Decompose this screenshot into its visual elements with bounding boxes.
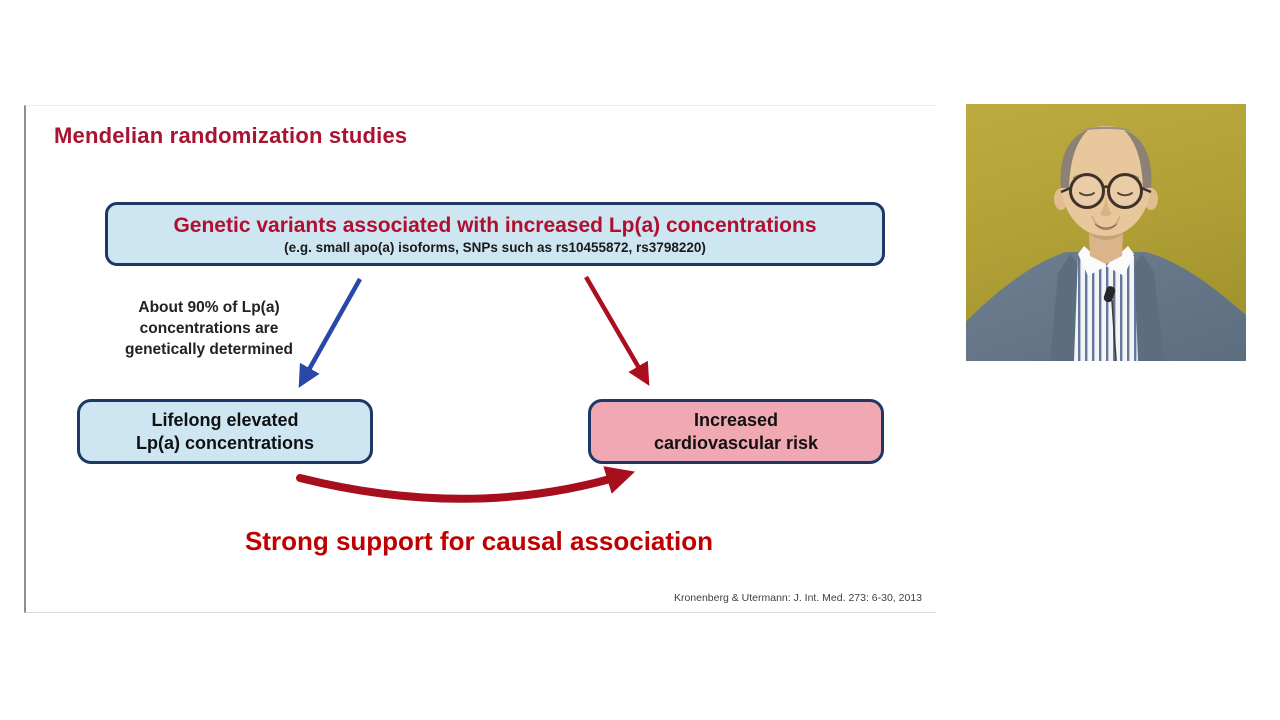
lifelong-elevated-line2: Lp(a) concentrations (135, 432, 314, 453)
slide-title: Mendelian randomization studies (54, 123, 408, 148)
genetic-variants-box: Genetic variants associated with increas… (105, 202, 885, 266)
speaker-glasses (1060, 173, 1152, 209)
presentation-slide: Mendelian randomization studies Genetic … (24, 105, 936, 613)
cardiovascular-risk-box: Increased cardiovascular risk (588, 399, 884, 464)
lifelong-elevated-line1: Lifelong elevated (151, 409, 299, 430)
heritability-note-line3: genetically determined (125, 341, 293, 358)
lifelong-elevated-box: Lifelong elevated Lp(a) concentrations (77, 399, 373, 464)
conclusion-text: Strong support for causal association (244, 526, 714, 556)
heritability-note-line2: concentrations are (139, 320, 279, 337)
heritability-note: About 90% of Lp(a) concentrations are ge… (96, 297, 322, 360)
speaker-video (966, 104, 1246, 361)
speaker-hair (1060, 130, 1088, 188)
speaker-shirt (1074, 256, 1138, 361)
red-arrow (584, 275, 650, 386)
citation-text: Kronenberg & Utermann: J. Int. Med. 273:… (673, 592, 922, 604)
heritability-note-line1: About 90% of Lp(a) (138, 299, 280, 316)
genetic-variants-box-title: Genetic variants associated with increas… (173, 213, 817, 237)
causal-association-arrow (296, 466, 636, 503)
genetic-variants-box-subtitle: (e.g. small apo(a) isoforms, SNPs such a… (284, 239, 706, 255)
lavalier-mic-icon (1103, 286, 1117, 361)
speaker-portrait (966, 104, 1246, 361)
cardiovascular-risk-line1: Increased (693, 409, 779, 430)
cardiovascular-risk-line2: cardiovascular risk (653, 432, 819, 453)
